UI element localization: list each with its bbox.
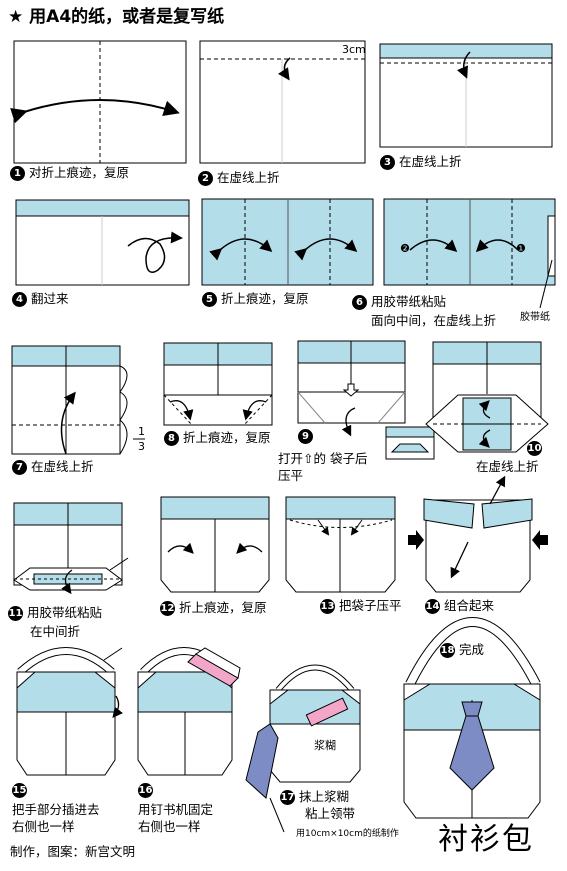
step-7-caption: 7 在虚线上折: [12, 459, 94, 475]
step-17-caption: 17 抹上浆糊: [280, 789, 349, 805]
step-9-text: 打开: [278, 451, 304, 466]
step-9-number: 9: [298, 429, 313, 444]
step-8-number: 8: [164, 431, 179, 446]
measure-3cm: 3cm: [342, 43, 366, 56]
step-18-text: 完成: [459, 642, 485, 657]
step-8-text: 折上痕迹，复原: [183, 430, 271, 445]
step-9-text3: 压平: [278, 468, 304, 483]
step-6-text-line2: 面向中间，在虚线上折: [371, 313, 497, 328]
step-14-number: 14: [425, 599, 440, 614]
step-2-number: 2: [198, 171, 213, 186]
paper-size-note: 用10cm×10cm的纸制作: [296, 829, 399, 839]
step-12-figure: [160, 496, 270, 593]
step-1-caption: 1 对折上痕迹，复原: [10, 165, 129, 181]
step-6-figure: [383, 198, 556, 309]
step-14-caption: 14 组合起来: [425, 598, 494, 614]
step-10-number: 10: [527, 441, 542, 456]
step-15-text-line2: 右侧也一样: [12, 819, 75, 834]
step-16-figure: [137, 647, 241, 776]
step-3-number: 3: [380, 155, 395, 170]
step-5-caption: 5 折上痕迹，复原: [202, 291, 309, 307]
step-4-number: 4: [12, 292, 27, 307]
step-10-text: 在虚线上折: [476, 459, 539, 474]
diagram-title: ★ 用A4的纸，或者是复写纸: [8, 7, 225, 27]
step-15-text: 把手部分插进去: [12, 802, 100, 817]
glue-label: 浆糊: [314, 739, 336, 752]
step-17-number: 17: [280, 790, 295, 805]
step-16-number: 16: [138, 783, 153, 798]
step-16-text: 用钉书机固定: [138, 802, 214, 817]
step-18-caption: 18 完成: [440, 642, 484, 658]
step-11-number: 11: [8, 606, 23, 621]
step-1-text: 对折上痕迹，复原: [29, 165, 130, 180]
step-8-figure: [163, 342, 273, 426]
fraction-numerator: 1: [138, 425, 145, 438]
step-11-caption: 11 用胶带纸粘贴: [8, 605, 102, 621]
step-2-figure: [199, 40, 366, 164]
step-15-figure: [16, 647, 123, 776]
step-4-figure: [15, 199, 190, 286]
step-10-figure: [425, 341, 549, 453]
step-17-text-line2: 粘上领带: [305, 806, 356, 821]
step-4-caption: 4 翻过来: [12, 291, 69, 307]
arrow-symbol-icon: ⇧: [303, 451, 314, 466]
step-9-text2: 的 袋子后: [313, 451, 368, 466]
step-13-caption: 13 把袋子压平: [320, 598, 402, 614]
step-5-text: 折上痕迹，复原: [221, 291, 309, 306]
step-9-caption: 打开⇧的 袋子后: [278, 451, 367, 466]
step-9-number-wrap: 9: [298, 428, 317, 444]
step-8-caption: 8 折上痕迹，复原: [164, 430, 271, 446]
step-14-text: 组合起来: [444, 598, 495, 613]
step-2-caption: 2 在虚线上折: [198, 170, 280, 186]
step-9-figure: [297, 340, 435, 460]
step-18-figure: [403, 617, 541, 819]
marker-a: ❷: [400, 242, 410, 255]
step-13-number: 13: [320, 599, 335, 614]
step-5-figure: [201, 198, 374, 286]
step-7-text: 在虚线上折: [31, 459, 94, 474]
step-3-text: 在虚线上折: [399, 154, 462, 169]
step-11-text-line2: 在中间折: [30, 624, 81, 639]
step-11-figure: [13, 502, 129, 595]
step-5-number: 5: [202, 292, 217, 307]
step-11-text: 用胶带纸粘贴: [27, 605, 103, 620]
step-17-text: 抹上浆糊: [299, 789, 350, 804]
step-6-number: 6: [352, 295, 367, 310]
step-1-figure: [10, 40, 187, 164]
step-18-number: 18: [440, 643, 455, 658]
step-7-figure: [11, 345, 145, 455]
step-15-number-wrap: 15: [12, 782, 31, 798]
step-15-number: 15: [12, 783, 27, 798]
fraction-denominator: 3: [138, 440, 145, 453]
step-4-text: 翻过来: [31, 291, 69, 306]
step-13-text: 把袋子压平: [339, 598, 402, 613]
step-7-number: 7: [12, 460, 27, 475]
step-12-text: 折上痕迹，复原: [179, 600, 267, 615]
marker-b: ❶: [516, 242, 526, 255]
step-6-text: 用胶带纸粘贴: [371, 294, 447, 309]
step-10-number-wrap: 10: [527, 440, 546, 456]
step-12-number: 12: [160, 601, 175, 616]
product-name: 衬衫包: [438, 822, 534, 857]
step-12-caption: 12 折上痕迹，复原: [160, 600, 267, 616]
step-17-figure: [245, 664, 361, 833]
step-3-caption: 3 在虚线上折: [380, 154, 462, 170]
step-16-text-line2: 右侧也一样: [138, 819, 201, 834]
step-14-figure: [408, 475, 548, 593]
step-13-figure: [285, 496, 396, 593]
step-3-figure: [379, 43, 553, 148]
step-16-number-wrap: 16: [138, 782, 157, 798]
step-1-number: 1: [10, 166, 25, 181]
tape-label: 胶带纸: [520, 312, 550, 323]
credit-line: 制作，图案：新宫文明: [10, 844, 136, 859]
step-2-text: 在虚线上折: [217, 170, 280, 185]
step-6-caption: 6 用胶带纸粘贴: [352, 294, 446, 310]
